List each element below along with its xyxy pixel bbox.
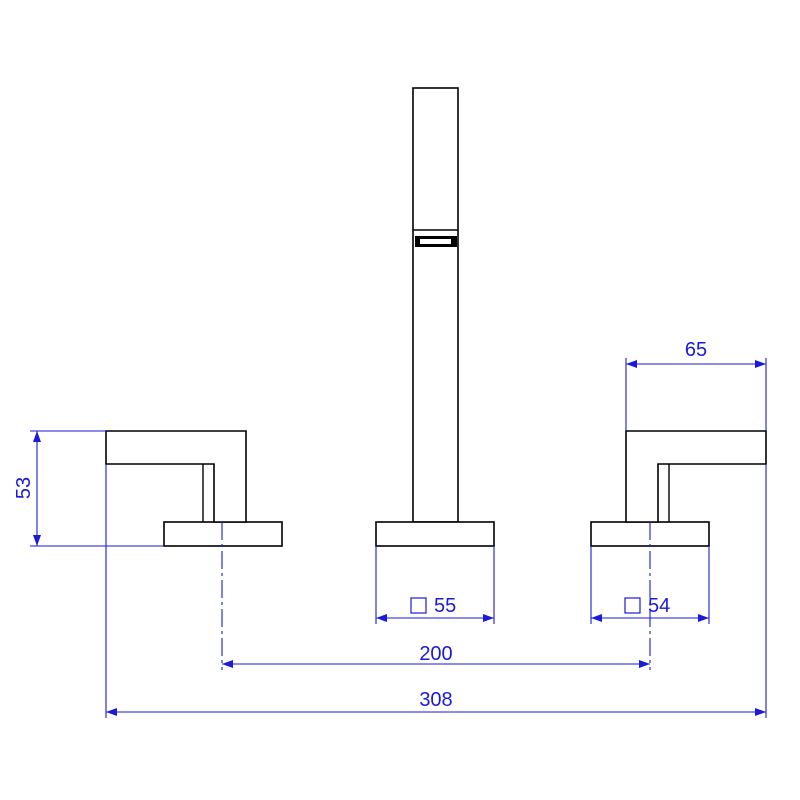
overall-width-label: 308 [419, 689, 452, 711]
right-lever [625, 430, 767, 523]
left-handle [105, 430, 283, 547]
right-handle [590, 430, 767, 547]
center-base-plate [375, 521, 495, 547]
left-base-plate [163, 521, 283, 547]
handle-height-label: 53 [13, 477, 35, 499]
spout-body [412, 87, 459, 523]
center-spout [375, 87, 495, 547]
left-lever [105, 430, 247, 523]
handle-spacing-label: 200 [419, 643, 452, 665]
dimension-handle-reach: 65 [625, 339, 767, 431]
dimension-handle-height: 53 [13, 430, 164, 547]
right-base-label: 54 [648, 595, 670, 617]
dimension-overall-width: 308 [105, 464, 767, 718]
square-icon [624, 597, 641, 614]
dimension-center-base: 55 [375, 546, 495, 624]
square-icon [410, 597, 427, 614]
dimension-handle-spacing: 200 [221, 522, 651, 670]
center-base-label: 55 [434, 595, 456, 617]
handle-reach-label: 65 [685, 339, 707, 361]
